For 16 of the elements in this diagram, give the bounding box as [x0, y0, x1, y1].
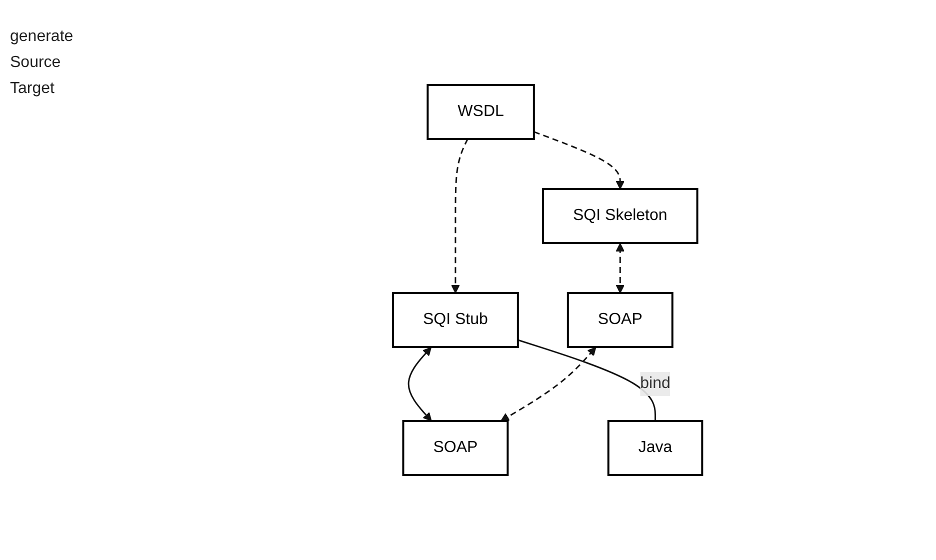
node-box: SOAP	[567, 292, 674, 348]
arrow	[408, 346, 432, 422]
arrow	[616, 243, 625, 294]
node-box: WSDL	[427, 84, 536, 140]
edge-label: bind	[640, 374, 671, 392]
node-box: SQI Skeleton	[542, 188, 699, 244]
note-label: Source	[10, 54, 62, 72]
note-label: Target	[10, 80, 56, 98]
arrow	[451, 138, 469, 294]
arrow	[500, 346, 597, 422]
note-label: generate	[10, 28, 74, 46]
connector	[518, 339, 656, 421]
node-box: Java	[608, 420, 704, 476]
node-box: SOAP	[402, 420, 510, 476]
node-box: SQI Stub	[392, 292, 520, 348]
arrow	[534, 131, 625, 190]
